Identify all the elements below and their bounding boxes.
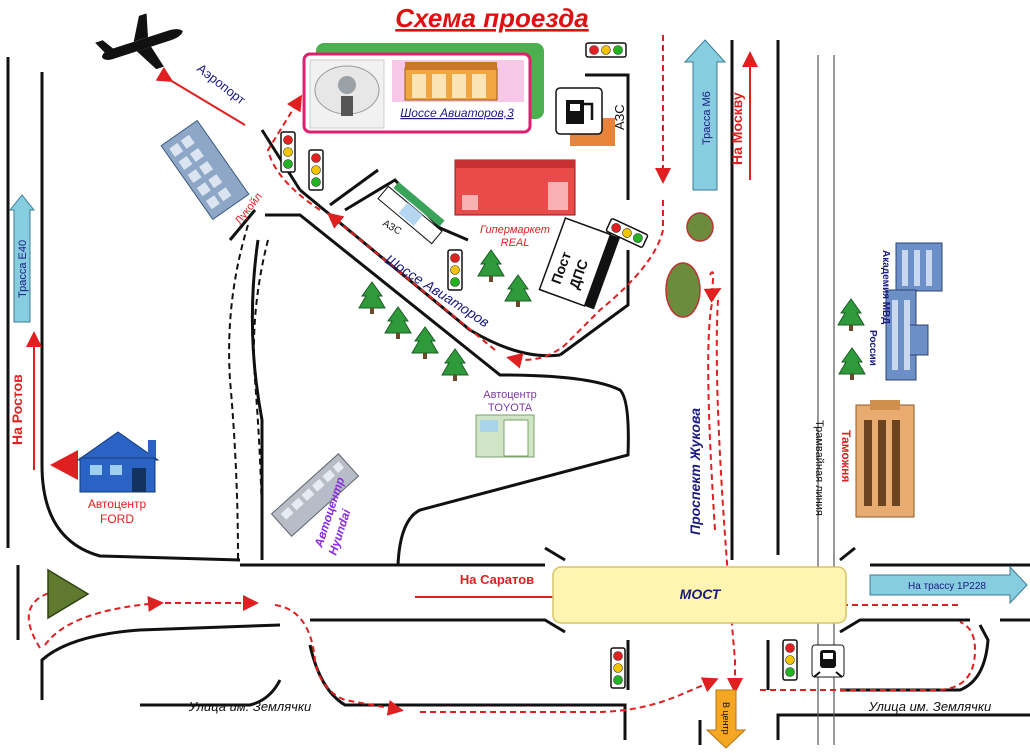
tram-icon bbox=[811, 644, 845, 678]
to-r228-label: На трассу 1Р228 bbox=[908, 581, 986, 592]
azs-small-label: АЗС bbox=[381, 218, 404, 237]
mvd-label-2: России bbox=[867, 330, 878, 366]
route-r228-arrow bbox=[869, 565, 1028, 605]
bush-lower bbox=[665, 262, 701, 318]
bridge-label: МОСТ bbox=[680, 586, 722, 602]
mvd-label-1: Академия МВД bbox=[880, 250, 891, 324]
to-moscow-label: На Москву bbox=[729, 92, 745, 165]
azs-small-station bbox=[377, 181, 445, 245]
house-icon bbox=[50, 431, 160, 493]
airplane-icon bbox=[95, 13, 183, 70]
to-saratov-label: На Саратов bbox=[460, 572, 534, 587]
toyota-label-1: Автоцентр bbox=[483, 389, 537, 401]
hypermarket-building bbox=[454, 159, 576, 216]
toyota-label-2: TOYOTA bbox=[488, 402, 533, 414]
lukoil-building bbox=[160, 119, 250, 221]
yield-triangle-icon bbox=[47, 568, 90, 620]
mvd-academy-building bbox=[885, 242, 943, 381]
dps-post bbox=[538, 217, 620, 310]
destination-logo bbox=[309, 59, 385, 129]
ford-label-2: FORD bbox=[100, 512, 134, 526]
customs-label: Таможня bbox=[839, 430, 853, 482]
to-center-arrow bbox=[705, 689, 747, 749]
destination-building bbox=[392, 60, 524, 102]
bush-upper bbox=[686, 212, 714, 242]
to-rostov-label: На Ростов bbox=[9, 374, 25, 445]
customs-building bbox=[855, 400, 915, 518]
bridge bbox=[552, 566, 847, 624]
azs-large-label: АЗС bbox=[612, 104, 627, 130]
toyota-building bbox=[475, 414, 535, 458]
zemlyachki-right-label: Улица им. Землячки bbox=[868, 699, 992, 714]
destination-address: Шоссе Авиаторов,3 bbox=[400, 106, 514, 120]
ford-label-1: Автоцентр bbox=[88, 497, 147, 511]
to-center-label: В центр bbox=[721, 702, 731, 735]
route-e40-label: Трасса Е40 bbox=[17, 240, 29, 298]
hypermarket-label-2: REAL bbox=[501, 237, 530, 249]
secondary-road bbox=[228, 224, 269, 561]
fuel-pump-icon bbox=[555, 87, 615, 146]
airport-label: Аэропорт bbox=[194, 61, 248, 108]
tram-line bbox=[817, 55, 835, 745]
zhukova-label: Проспект Жукова bbox=[687, 408, 703, 535]
tram-line-label: Трамвайная линия bbox=[813, 420, 825, 516]
zemlyachki-left-label: Улица им. Землячки bbox=[188, 699, 312, 714]
route-m6-label: Трасса М6 bbox=[701, 91, 713, 145]
map-title: Схема проезда bbox=[395, 3, 589, 33]
hyundai-building bbox=[270, 453, 360, 537]
route-m6-arrow bbox=[683, 39, 727, 191]
hypermarket-label-1: Гипермаркет bbox=[480, 224, 550, 236]
route-e40-arrow bbox=[8, 194, 36, 323]
